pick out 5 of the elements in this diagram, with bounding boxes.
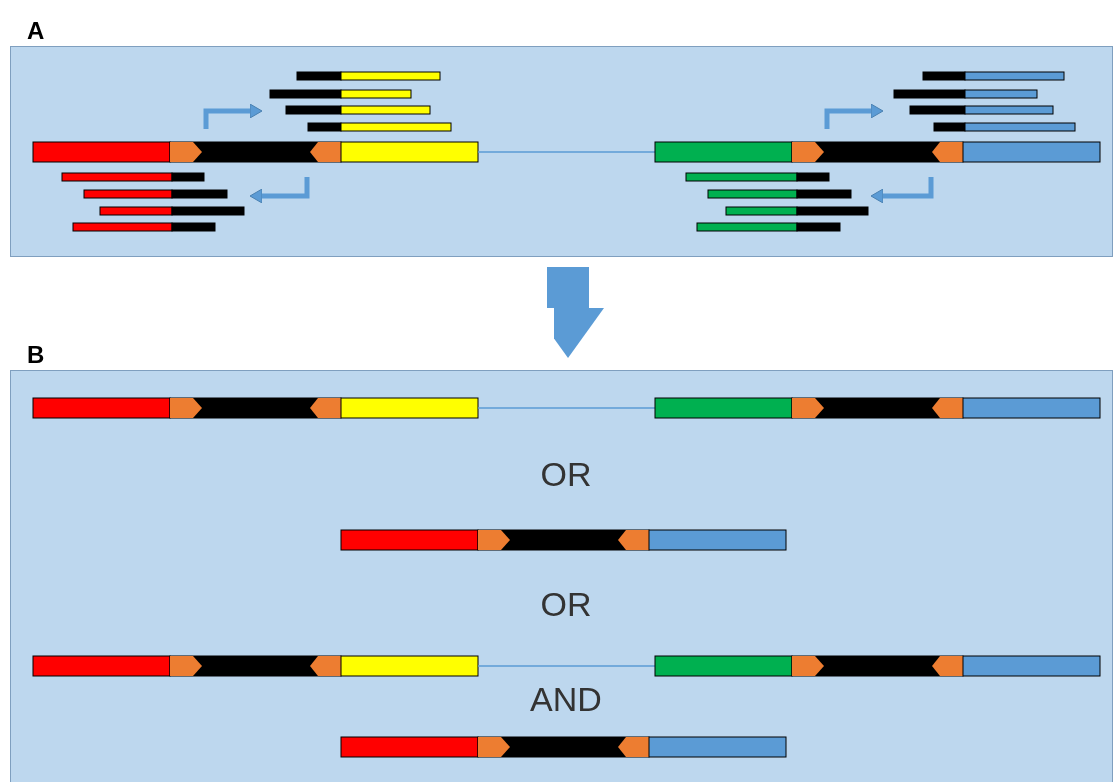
connector-word: AND <box>530 680 602 719</box>
panel-letter: A <box>27 17 45 45</box>
connector-word: OR <box>540 455 592 494</box>
panel-letter: B <box>27 341 45 369</box>
connector-word: OR <box>540 585 592 624</box>
